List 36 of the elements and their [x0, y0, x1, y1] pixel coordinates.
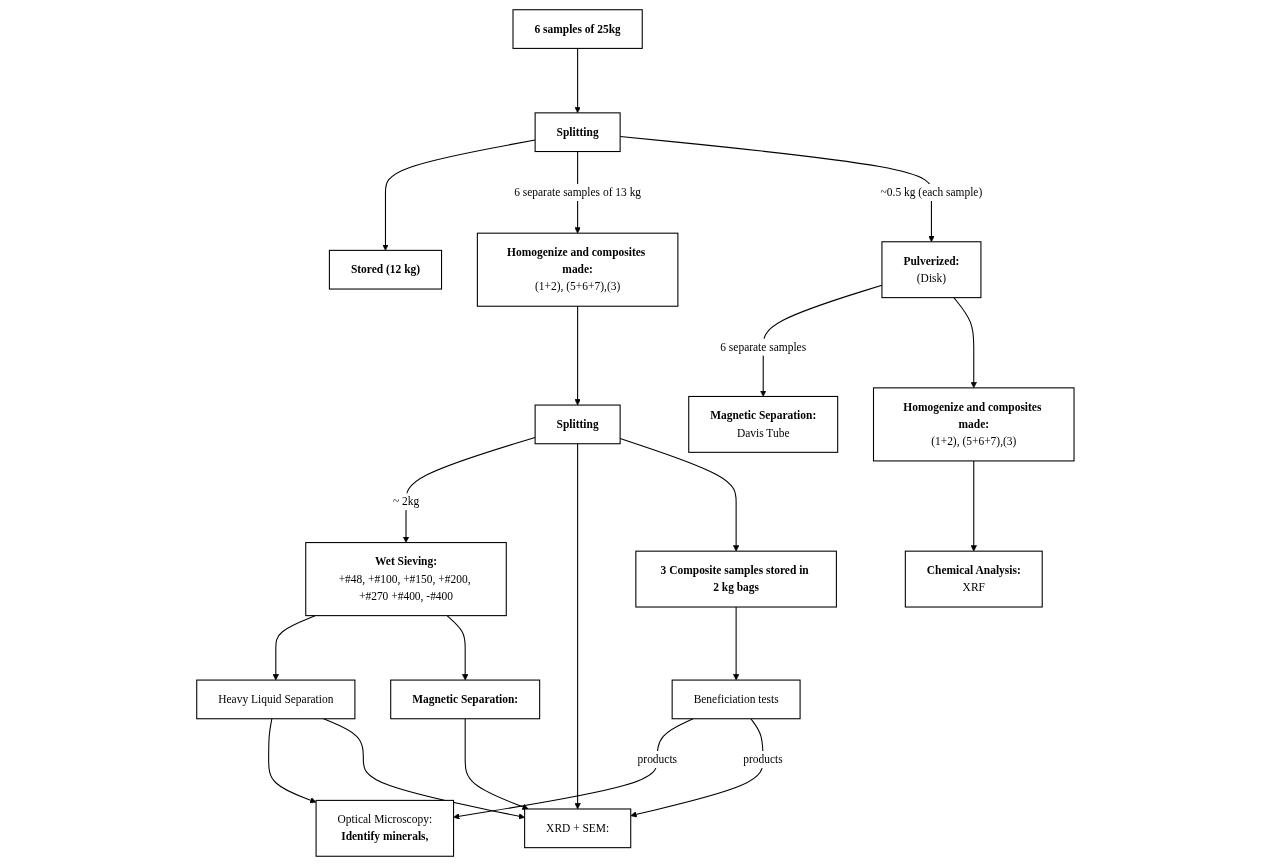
- node-box: Homogenize and composites made: (1+2), (5+6+7),(3): [872, 387, 1075, 462]
- arrow: [574, 305, 581, 406]
- arrow: [267, 718, 316, 804]
- edge-label: ~0.5 kg (each sample): [880, 185, 982, 199]
- arrow: [574, 443, 581, 810]
- node-box: Magnetic Separation: Davis Tube: [687, 395, 838, 453]
- edge-label: 6 separate samples of 13 kg: [513, 185, 641, 199]
- node-box: Magnetic Separation:: [389, 679, 540, 720]
- arrow: [970, 460, 977, 552]
- arrow: [630, 718, 764, 818]
- arrow: [446, 615, 468, 681]
- node-box: Heavy Liquid Separation: [195, 679, 356, 720]
- arrow: [464, 718, 529, 810]
- arrow: [732, 606, 739, 681]
- node-box: Beneficiation tests: [671, 679, 801, 720]
- node-box: Homogenize and composites made: (1+2), (5+6+7),(3): [476, 232, 679, 307]
- node-box: Splitting: [534, 404, 621, 445]
- edge-label: products: [637, 753, 677, 766]
- node-box: Splitting: [534, 112, 621, 153]
- arrow: [952, 297, 977, 389]
- node-box: Stored (12 kg): [328, 249, 442, 290]
- node-box: XRD + SEM:: [523, 808, 631, 849]
- edge-label: ~ 2kg: [392, 495, 419, 508]
- arrow: [322, 718, 525, 820]
- node-box: Wet Sieving: +#48, +#100, +#150, +#200, +#270 +#400, -#400: [304, 542, 507, 617]
- node-box: 3 Composite samples stored in 2 kg bags: [634, 550, 837, 608]
- arrow: [272, 615, 316, 681]
- arrow: [619, 135, 935, 243]
- edge-label: products: [742, 753, 783, 766]
- arrow: [574, 47, 581, 114]
- node-box: Optical Microscopy: Identify minerals,: [315, 799, 454, 857]
- arrow: [619, 437, 739, 552]
- node-box: 6 samples of 25kg: [512, 9, 643, 49]
- node-box: Pulverized: (Disk): [881, 241, 982, 299]
- edge-label: 6 separate samples: [719, 340, 806, 353]
- node-box: Chemical Analysis: XRF: [904, 550, 1043, 608]
